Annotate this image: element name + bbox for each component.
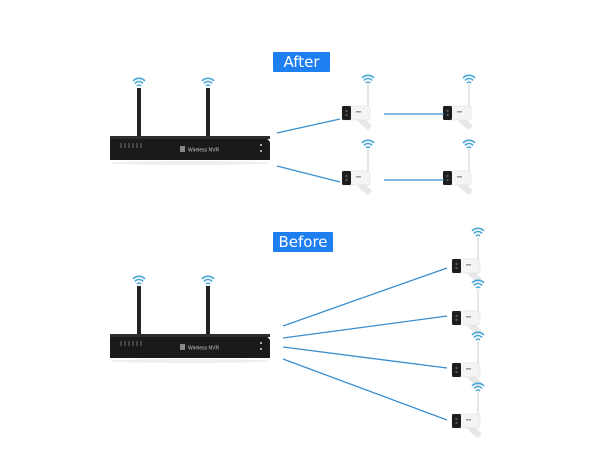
after-label: After	[273, 52, 330, 72]
camera-after-1	[342, 75, 374, 130]
before-section	[110, 228, 484, 438]
before-label: Before	[273, 232, 333, 252]
nvr-before	[110, 276, 270, 363]
after-section	[110, 75, 475, 195]
camera-before-3	[452, 332, 484, 387]
camera-before-1	[452, 228, 484, 283]
camera-after-3	[342, 140, 374, 195]
camera-before-4	[452, 383, 484, 438]
camera-after-4	[443, 140, 475, 195]
camera-after-2	[443, 75, 475, 130]
camera-before-2	[452, 280, 484, 335]
nvr-after	[110, 78, 270, 165]
